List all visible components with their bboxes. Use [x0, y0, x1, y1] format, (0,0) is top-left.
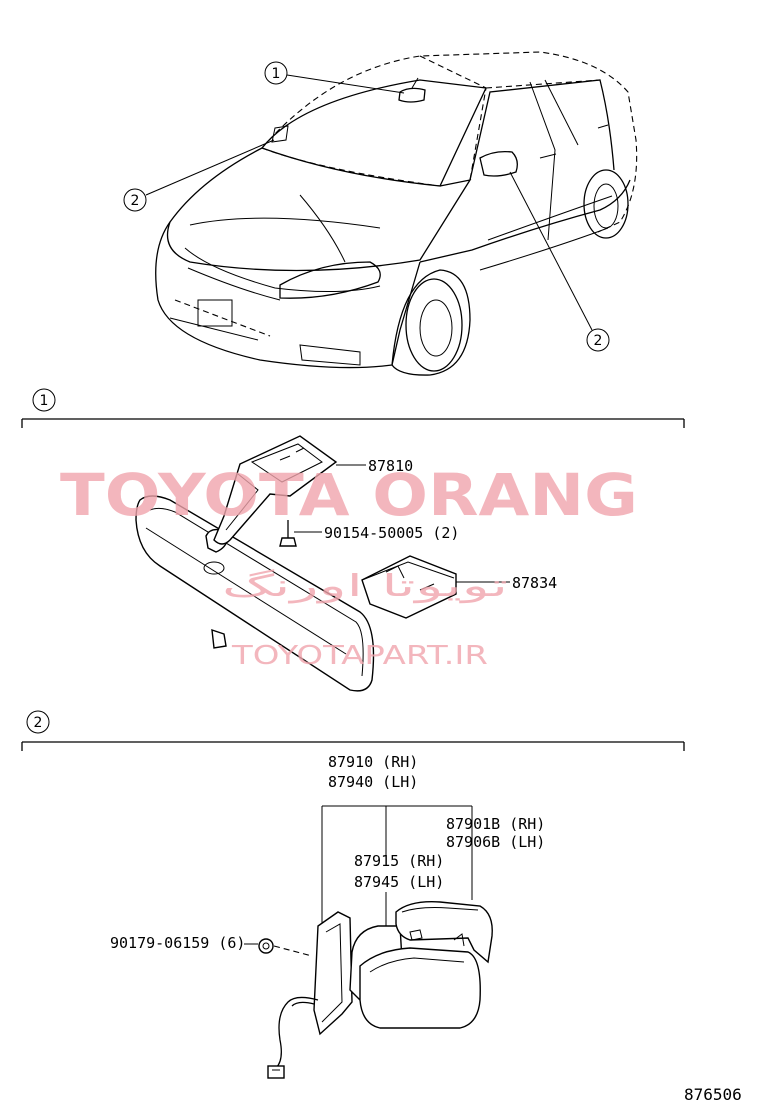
part-90179-nut	[258, 938, 274, 954]
outer-mirror	[267, 901, 493, 1079]
watermark-text-2: تویوتا اورنگ	[222, 569, 508, 604]
car-overview	[155, 51, 638, 376]
callout-2-number-left: 2	[131, 193, 140, 209]
label-87915: 87915 (RH)	[354, 852, 444, 870]
callout-1-number: 1	[272, 66, 281, 82]
label-87834: 87834	[512, 574, 557, 592]
section-1-header: 1	[21, 388, 685, 428]
label-87910: 87910 (RH)	[328, 753, 418, 771]
section-2-header: 2	[21, 710, 685, 751]
label-90154: 90154-50005 (2)	[324, 524, 459, 542]
car-callout-2-left: 2	[123, 139, 275, 212]
car-callout-1: 1	[264, 61, 405, 94]
section-2-leaders	[244, 805, 473, 957]
part-90154-screw: 90154-50005 (2)	[279, 520, 459, 547]
inner-mirror	[135, 495, 375, 692]
watermark: TOYOTA ORANG تویوتا اورنگ TOYOTAPART.IR	[60, 461, 638, 671]
part-87810-bracket: 87810	[213, 435, 413, 545]
label-90179: 90179-06159 (6)	[110, 934, 245, 952]
callout-2-number-right: 2	[594, 333, 603, 349]
label-87906: 87906B (LH)	[446, 833, 545, 851]
section-1-number: 1	[40, 393, 49, 409]
section-2-number: 2	[34, 715, 43, 731]
car-callout-2-right: 2	[509, 171, 610, 352]
diagram-code: 876506	[684, 1085, 742, 1104]
label-87901: 87901B (RH)	[446, 815, 545, 833]
label-87945: 87945 (LH)	[354, 873, 444, 891]
label-87810: 87810	[368, 457, 413, 475]
part-87834-cover: 87834	[361, 555, 557, 619]
watermark-text-3: TOYOTAPART.IR	[231, 641, 488, 671]
label-87940: 87940 (LH)	[328, 773, 418, 791]
watermark-text-1: TOYOTA ORANG	[60, 461, 638, 529]
